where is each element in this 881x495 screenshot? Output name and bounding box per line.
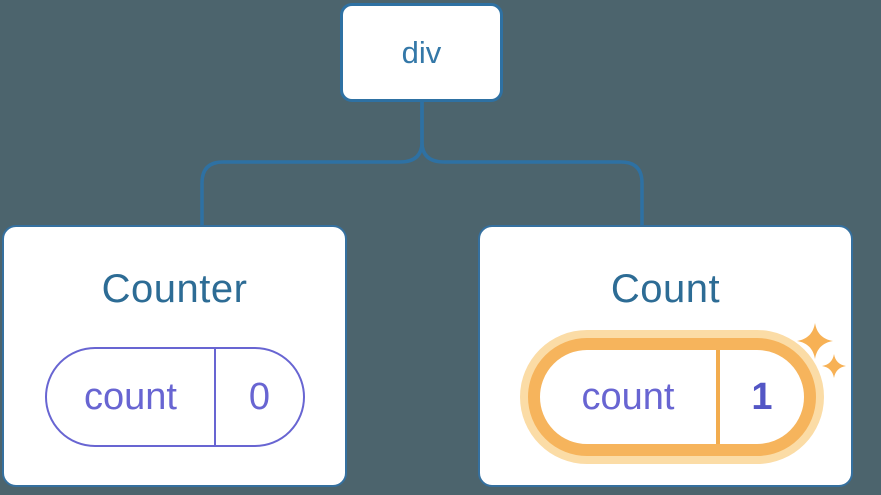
- connector-right-branch: [420, 100, 644, 226]
- state-value: 1: [716, 350, 804, 444]
- state-key-label: count: [581, 375, 675, 418]
- state-pill: count 0: [45, 347, 305, 447]
- card-title: Counter: [101, 267, 248, 311]
- state-pill-highlighted: count 1: [528, 338, 816, 456]
- state-value: 0: [214, 349, 303, 445]
- component-card-count: Count count 1: [478, 225, 853, 487]
- card-title: Count: [610, 267, 721, 311]
- root-node-div: div: [340, 3, 503, 102]
- component-card-counter: Counter count 0: [2, 225, 347, 487]
- connector-left-branch: [200, 100, 424, 226]
- root-node-label: div: [401, 34, 442, 70]
- state-key-label: count: [84, 375, 177, 418]
